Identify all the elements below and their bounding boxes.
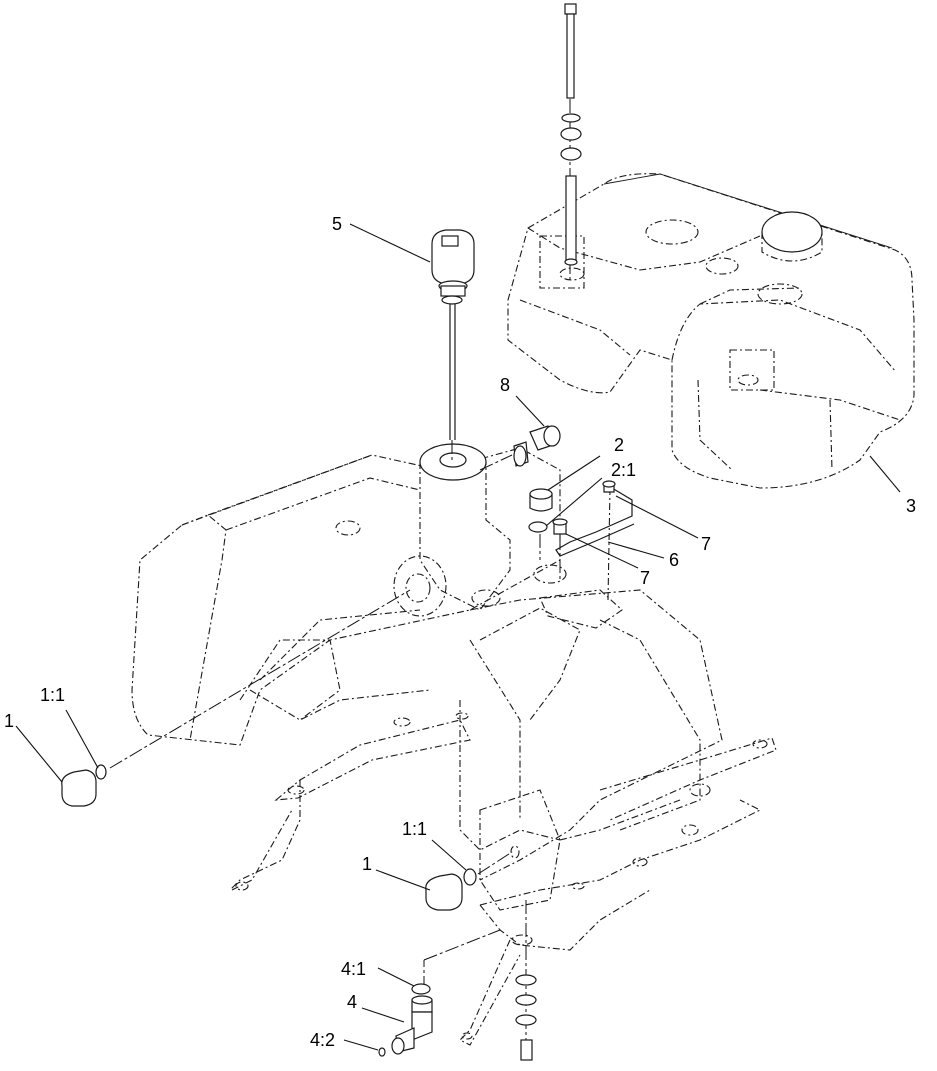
side-plug-lower <box>425 845 520 911</box>
counterweight <box>507 173 915 489</box>
dipstick-cap <box>431 229 475 462</box>
elbow-fitting <box>378 929 501 1057</box>
callout-3: 3 <box>906 496 916 516</box>
callout-1-left: 1 <box>4 711 14 731</box>
callout-2: 2 <box>614 435 624 455</box>
side-plug-left <box>61 589 411 807</box>
main-frame <box>131 443 777 1046</box>
callout-5: 5 <box>332 214 342 234</box>
callout-1-mid: 1 <box>362 854 372 874</box>
callout-7-upper: 7 <box>701 534 711 554</box>
callout-4-2: 4:2 <box>310 1030 335 1050</box>
callout-2-1: 2:1 <box>611 460 636 480</box>
callout-8: 8 <box>500 375 510 395</box>
breather-fitting <box>479 425 561 471</box>
top-plug <box>528 488 553 560</box>
callout-4-1: 4:1 <box>341 959 366 979</box>
leader-lines <box>15 223 901 1051</box>
callout-4: 4 <box>347 992 357 1012</box>
bottom-bolt-stack <box>515 900 537 1061</box>
callout-7-lower: 7 <box>640 568 650 588</box>
callout-6: 6 <box>669 550 679 570</box>
retaining-clip <box>552 480 635 601</box>
callout-1-1-left: 1:1 <box>40 685 65 705</box>
callout-labels: 5 8 2 2:1 3 7 6 7 1 1:1 1:1 1 4:1 4 4:2 <box>4 214 916 1050</box>
callout-1-1-mid: 1:1 <box>402 819 427 839</box>
counterweight-bolt-stack <box>560 3 582 280</box>
